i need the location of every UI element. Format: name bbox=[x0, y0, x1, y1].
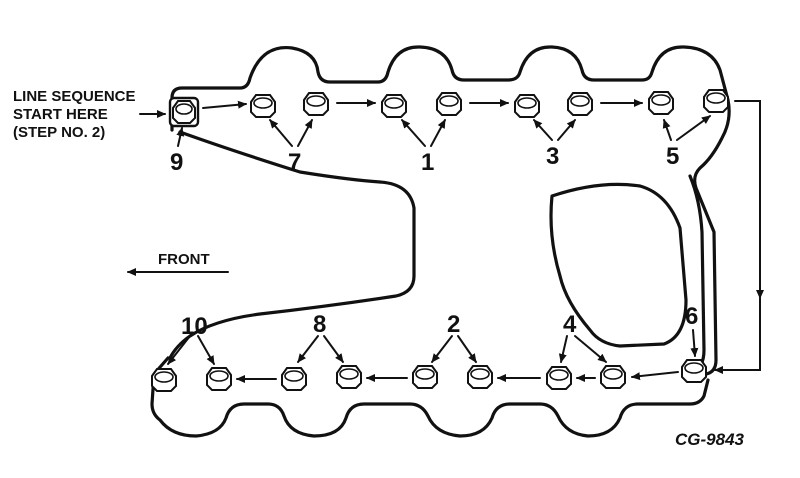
line-sequence-note-line1: LINE SEQUENCE bbox=[13, 88, 136, 105]
top-bolt-row bbox=[168, 89, 729, 128]
sequence-flow-arrows bbox=[139, 99, 764, 383]
hex-bolt-icon bbox=[206, 367, 232, 391]
line-sequence-note-line2: START HERE bbox=[13, 106, 108, 123]
arrow-icon bbox=[176, 127, 185, 147]
hex-bolt-icon bbox=[168, 96, 200, 128]
sequence-number-2: 2 bbox=[447, 311, 460, 338]
sequence-number-6: 6 bbox=[685, 303, 698, 330]
sequence-number-4: 4 bbox=[563, 311, 577, 338]
line-sequence-note-line3: (STEP NO. 2) bbox=[13, 124, 105, 141]
sequence-number-5: 5 bbox=[666, 143, 679, 170]
arrow-icon bbox=[202, 100, 247, 109]
sequence-number-8: 8 bbox=[313, 311, 326, 338]
hex-bolt-icon bbox=[546, 366, 572, 390]
arrow-icon bbox=[631, 371, 679, 381]
arrow-icon bbox=[269, 119, 293, 147]
sequence-number-9: 9 bbox=[170, 149, 183, 176]
arrow-icon bbox=[297, 119, 313, 147]
inner-left-channel bbox=[168, 130, 416, 360]
bottom-bolt-row bbox=[151, 359, 707, 392]
arrow-icon bbox=[558, 335, 568, 363]
hex-bolt-icon bbox=[151, 368, 177, 392]
arrow-icon bbox=[676, 115, 711, 141]
hex-bolt-icon bbox=[703, 89, 729, 113]
manifold-outline bbox=[150, 45, 731, 438]
arrow-icon bbox=[662, 119, 672, 141]
hex-bolt-icon bbox=[303, 92, 329, 116]
hex-bolt-icon bbox=[250, 94, 276, 118]
sequence-number-7: 7 bbox=[288, 149, 301, 176]
inner-right-opening bbox=[549, 182, 688, 348]
sequence-number-3: 3 bbox=[546, 143, 559, 170]
hex-bolt-icon bbox=[381, 94, 407, 118]
arrow-icon bbox=[431, 335, 453, 363]
hex-bolt-icon bbox=[467, 365, 493, 389]
top-flange-outline bbox=[170, 45, 731, 376]
arrow-icon bbox=[197, 335, 215, 365]
front-label: FRONT bbox=[158, 251, 210, 268]
arrow-icon bbox=[401, 119, 426, 147]
arrow-icon bbox=[690, 329, 699, 357]
arrow-icon bbox=[297, 335, 319, 363]
hex-bolt-icon bbox=[600, 365, 626, 389]
arrow-icon bbox=[557, 119, 576, 141]
number-leader-arrows bbox=[167, 115, 711, 365]
hex-bolt-icon bbox=[648, 91, 674, 115]
hex-bolt-icon bbox=[514, 94, 540, 118]
arrow-icon bbox=[734, 100, 764, 299]
hex-bolt-icon bbox=[336, 365, 362, 389]
hex-bolt-icon bbox=[681, 359, 707, 383]
arrow-icon bbox=[167, 335, 191, 365]
arrow-icon bbox=[574, 335, 607, 363]
arrow-icon bbox=[714, 297, 761, 374]
arrow-icon bbox=[457, 335, 477, 363]
bottom-flange-outline bbox=[150, 356, 710, 438]
sequence-number-1: 1 bbox=[421, 149, 434, 176]
hex-bolt-icon bbox=[567, 92, 593, 116]
hex-bolt-icon bbox=[412, 365, 438, 389]
figure-code: CG-9843 bbox=[675, 430, 745, 449]
arrow-icon bbox=[430, 119, 446, 147]
hex-bolt-icon bbox=[436, 92, 462, 116]
sequence-number-10: 10 bbox=[181, 313, 208, 340]
arrow-icon bbox=[323, 335, 344, 363]
hex-bolt-icon bbox=[281, 367, 307, 391]
arrow-icon bbox=[533, 119, 553, 141]
